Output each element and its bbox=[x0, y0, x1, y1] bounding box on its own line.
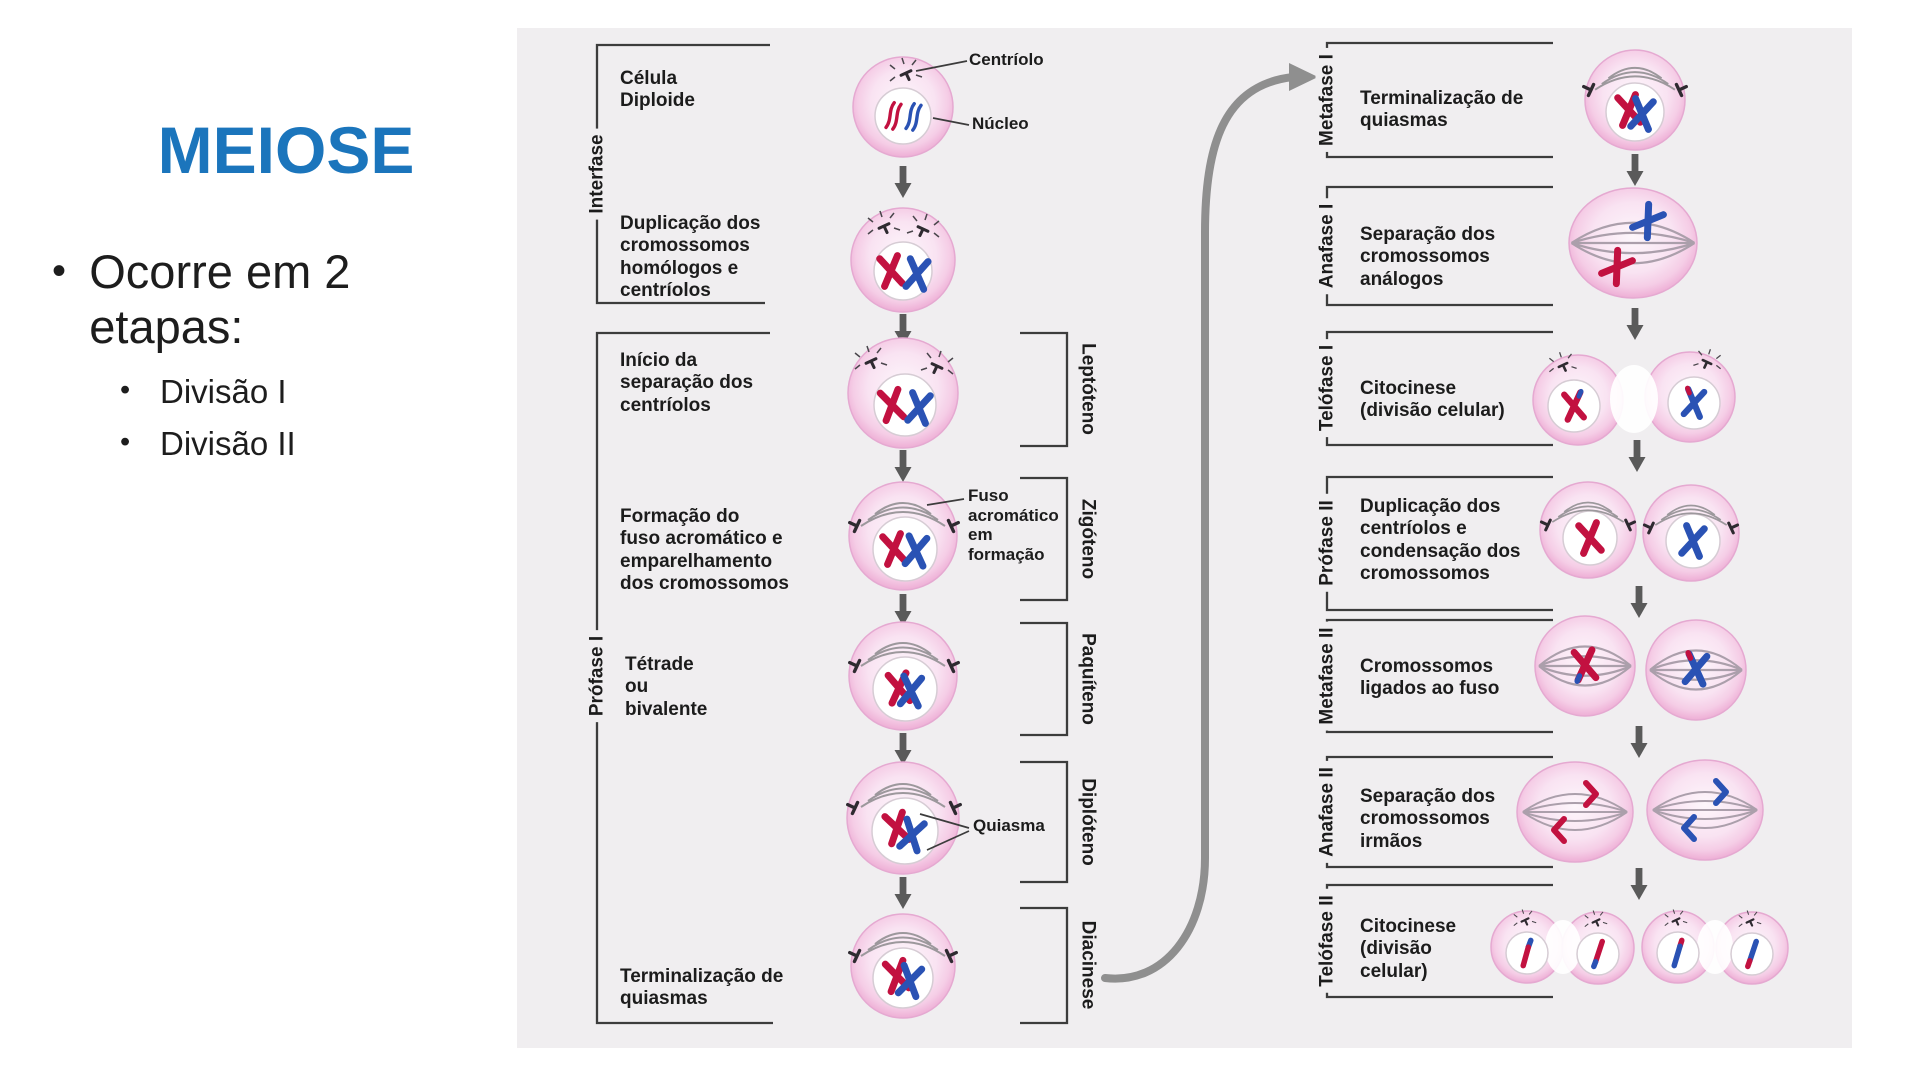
cell-paquiteno bbox=[845, 621, 963, 731]
cell-diploid bbox=[852, 56, 954, 158]
bullet-marker: • bbox=[120, 374, 131, 406]
subphase-label-zigoteno: Zigóteno bbox=[1076, 492, 1100, 586]
bracket-diploteno bbox=[1020, 760, 1069, 884]
cell-diacinese bbox=[845, 913, 961, 1019]
cell-diploteno bbox=[843, 761, 965, 875]
flow-arrow bbox=[1101, 63, 1318, 983]
down-arrow bbox=[1630, 868, 1648, 900]
subphase-label-diploteno: Diplóteno bbox=[1076, 772, 1100, 872]
subphase-label-diacinese: Diacinese bbox=[1076, 914, 1100, 1016]
phase-label-telofase1: Telófase I bbox=[1315, 338, 1339, 438]
down-arrow bbox=[1626, 154, 1644, 186]
down-arrow bbox=[1630, 726, 1648, 758]
desc-metafase2: Cromossomos ligados ao fuso bbox=[1360, 656, 1500, 700]
desc-anafase1: Separação dos cromossomos análogos bbox=[1360, 224, 1496, 290]
label-terminalizacao-quiasmas: Terminalização de quiasmas bbox=[620, 966, 784, 1010]
subphase-label-paquiteno: Paquíteno bbox=[1076, 627, 1100, 731]
bracket-zigoteno bbox=[1020, 476, 1069, 602]
desc-telofase1: Citocinese (divisão celular) bbox=[1360, 378, 1505, 422]
pointer-centriolo bbox=[915, 60, 968, 72]
label-tetrade: Tétrade ou bivalente bbox=[625, 654, 708, 720]
phase-label-anafase1: Anafase I bbox=[1315, 197, 1339, 295]
pointer-quiasma bbox=[919, 813, 970, 851]
cell-profase2 bbox=[1537, 481, 1742, 582]
label-inicio-separacao: Início da separação dos centríolos bbox=[620, 350, 754, 416]
phase-label-profase2: Prófase II bbox=[1315, 494, 1339, 592]
desc-profase2: Duplicação dos centríolos e condensação … bbox=[1360, 496, 1521, 585]
cell-duplicacao bbox=[850, 207, 956, 313]
down-arrow bbox=[1628, 440, 1646, 472]
phase-label-telofase2: Telófase II bbox=[1315, 889, 1339, 993]
phase-label-anafase2: Anafase II bbox=[1315, 761, 1339, 863]
down-arrow bbox=[894, 733, 912, 765]
bullet-text: Divisão I bbox=[160, 373, 287, 410]
cell-telofase1 bbox=[1532, 349, 1736, 446]
bullet-item-main: • Ocorre em 2 etapas: bbox=[52, 244, 452, 355]
desc-anafase2: Separação dos cromossomos irmãos bbox=[1360, 786, 1496, 852]
cell-metafase1 bbox=[1579, 49, 1691, 151]
annotation-nucleo: Núcleo bbox=[972, 114, 1029, 133]
desc-metafase1: Terminalização de quiasmas bbox=[1360, 88, 1524, 132]
cell-anafase1 bbox=[1568, 187, 1698, 299]
label-formacao-fuso: Formação do fuso acromático e emparelham… bbox=[620, 506, 789, 595]
slide-title: MEIOSE bbox=[157, 113, 415, 187]
bullet-marker: • bbox=[120, 426, 131, 458]
down-arrow bbox=[894, 594, 912, 626]
phase-label-metafase1: Metafase I bbox=[1315, 48, 1339, 152]
down-arrow bbox=[894, 166, 912, 198]
phase-label-interfase: Interfase bbox=[585, 128, 609, 220]
down-arrow bbox=[1630, 586, 1648, 618]
annotation-quiasma: Quiasma bbox=[973, 816, 1045, 835]
bullet-item-divisao-1: • Divisão I bbox=[120, 372, 287, 412]
meiosis-diagram-panel: Célula Diploide Duplicação dos cromossom… bbox=[517, 28, 1852, 1048]
subphase-label-leptoteno: Leptóteno bbox=[1076, 337, 1100, 441]
down-arrow bbox=[894, 877, 912, 909]
cell-anafase2 bbox=[1516, 759, 1764, 863]
down-arrow bbox=[894, 450, 912, 482]
annotation-centriolo: Centríolo bbox=[969, 50, 1044, 69]
phase-label-metafase2: Metafase II bbox=[1315, 621, 1339, 731]
down-arrow bbox=[1626, 308, 1644, 340]
phase-label-profase1: Prófase I bbox=[585, 629, 609, 723]
bullet-text: Divisão II bbox=[160, 425, 296, 462]
bracket-diacinese bbox=[1020, 906, 1069, 1025]
label-celula-diploide: Célula Diploide bbox=[620, 68, 695, 112]
bracket-paquiteno bbox=[1020, 621, 1069, 737]
label-duplicacao: Duplicação dos cromossomos homólogos e c… bbox=[620, 213, 761, 302]
bullet-marker: • bbox=[52, 249, 67, 293]
cell-zigoteno bbox=[845, 481, 963, 591]
bracket-leptoteno bbox=[1020, 331, 1069, 448]
cell-leptoteno bbox=[847, 337, 959, 449]
bullet-text: Ocorre em 2 etapas: bbox=[89, 245, 351, 354]
pointer-nucleo bbox=[932, 117, 970, 126]
annotation-fuso: Fuso acromático em formação bbox=[968, 486, 1059, 564]
cell-metafase2 bbox=[1534, 615, 1747, 721]
cell-telofase2 bbox=[1490, 910, 1789, 985]
pointer-fuso bbox=[926, 498, 965, 506]
bullet-item-divisao-2: • Divisão II bbox=[120, 424, 296, 464]
desc-telofase2: Citocinese (divisão celular) bbox=[1360, 916, 1457, 982]
